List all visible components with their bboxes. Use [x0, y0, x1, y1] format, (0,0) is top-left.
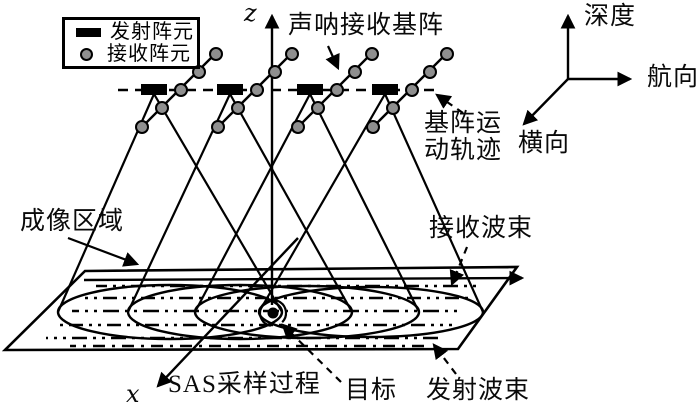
transmit-element-icon — [76, 27, 101, 37]
x-axis-label: x — [126, 380, 140, 408]
receive-beam-label: 接收波束 — [429, 215, 534, 242]
x-axis — [156, 237, 299, 388]
transmit-beam-label: 发射波束 — [426, 377, 531, 404]
z-axis-label: z — [244, 0, 257, 27]
track-label-arrow — [435, 93, 464, 114]
legend-row-receive: 接收阵元 — [76, 44, 197, 64]
imaging-area-label: 成像区域 — [20, 208, 125, 235]
sonar-array-arrow — [325, 45, 340, 71]
receive-element-icon — [80, 47, 93, 61]
target-label-arrow — [281, 323, 342, 383]
dashed-annotation-arrows — [281, 93, 469, 383]
depth-label: 深度 — [584, 3, 637, 30]
legend-row-transmit: 发射阵元 — [76, 22, 197, 42]
receive-beam-arrow — [449, 246, 469, 287]
imaging-area-arrow — [67, 236, 140, 267]
sonar-array-label: 声呐接收基阵 — [288, 12, 445, 39]
direction-triad — [522, 13, 633, 126]
transmit-elements — [141, 84, 398, 95]
sas-sampling-label: SAS采样过程 — [168, 371, 321, 398]
array-track-label: 基阵运动轨迹 — [424, 110, 503, 164]
imaging-plane — [1, 265, 520, 352]
target-hook — [258, 298, 288, 327]
legend-box: 发射阵元 接收阵元 — [62, 17, 200, 69]
lateral-label: 横向 — [518, 130, 571, 157]
heading-label: 航向 — [647, 64, 700, 91]
legend-transmit-label: 发射阵元 — [110, 21, 194, 43]
transmit-beam-arrow — [432, 343, 457, 375]
legend-receive-label: 接收阵元 — [107, 43, 191, 65]
target-dot — [267, 307, 279, 319]
target-label: 目标 — [345, 377, 398, 404]
y-axis — [83, 270, 525, 286]
